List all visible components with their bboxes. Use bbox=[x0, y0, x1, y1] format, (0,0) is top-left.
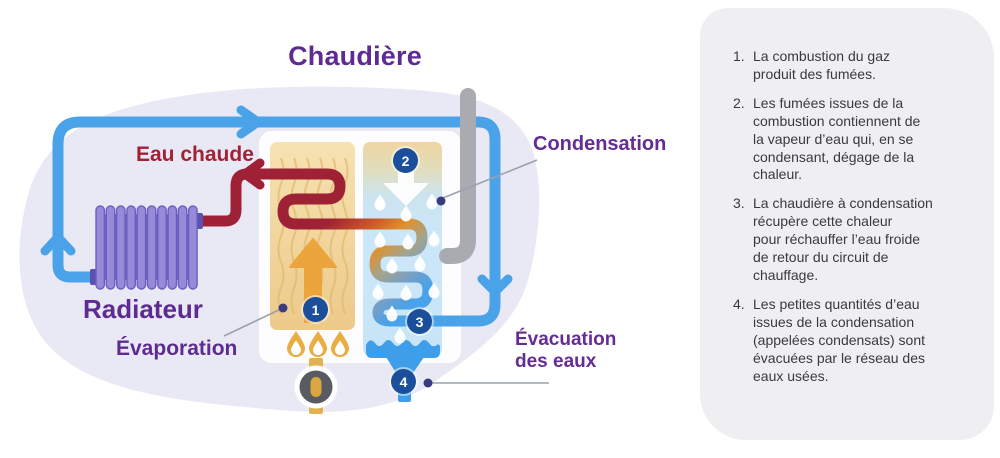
radiator bbox=[90, 205, 203, 290]
hot-water-arrow-icon bbox=[240, 158, 265, 190]
evaporation-label: Évaporation bbox=[116, 337, 238, 360]
water-drain-label: Évacuation des eaux bbox=[515, 329, 617, 373]
callout-lines bbox=[223, 159, 549, 384]
legend-item-number: 2. bbox=[733, 94, 745, 111]
gas-valve bbox=[294, 365, 338, 409]
step-marker-2: 2 bbox=[393, 148, 418, 173]
step-marker-3: 3 bbox=[407, 309, 432, 334]
burner-flames-icon bbox=[287, 331, 349, 357]
step-marker-4: 4 bbox=[391, 369, 416, 394]
legend-item-number: 4. bbox=[733, 295, 745, 312]
legend-item-number: 3. bbox=[733, 195, 745, 212]
flow-arrow-up-icon bbox=[40, 232, 76, 256]
return-pipe bbox=[52, 116, 501, 327]
hot-water-label: Eau chaude bbox=[136, 143, 254, 166]
legend-item-text: Les petites quantités d’eau issues de la… bbox=[753, 295, 925, 384]
flow-arrow-down-icon bbox=[477, 274, 513, 297]
page-title: Chaudière bbox=[288, 41, 422, 71]
flow-arrows bbox=[40, 105, 513, 297]
water-basin bbox=[366, 340, 440, 358]
step-marker-1: 1 bbox=[303, 297, 328, 322]
callout-dots bbox=[278, 196, 446, 388]
legend-item: 3. La chaudière à condensation récupère … bbox=[733, 195, 968, 285]
combustion-chamber bbox=[270, 142, 355, 330]
legend-item-number: 1. bbox=[733, 48, 745, 64]
flow-arrow-right-icon bbox=[236, 105, 263, 139]
evaporation-arrow-icon bbox=[289, 238, 337, 323]
legend-item: 4. Les petites quantités d’eau issues de… bbox=[733, 296, 968, 386]
legend-item-text: La combustion du gaz produit des fumées. bbox=[753, 48, 890, 82]
legend-item: 2. Les fumées issues de la combustion co… bbox=[733, 95, 968, 185]
heating-coil bbox=[190, 168, 476, 327]
radiator-label: Radiateur bbox=[83, 294, 203, 324]
condensation-label: Condensation bbox=[533, 133, 667, 155]
flue-pipe bbox=[439, 88, 476, 264]
legend-item-text: Les fumées issues de la combustion conti… bbox=[753, 94, 921, 183]
legend-item: 1. La combustion du gaz produit des fumé… bbox=[733, 48, 968, 84]
legend-item-text: La chaudière à condensation récupère cet… bbox=[753, 195, 933, 283]
condensation-arrow-icon bbox=[383, 165, 429, 206]
explanation-panel: 1. La combustion du gaz produit des fumé… bbox=[700, 8, 994, 440]
